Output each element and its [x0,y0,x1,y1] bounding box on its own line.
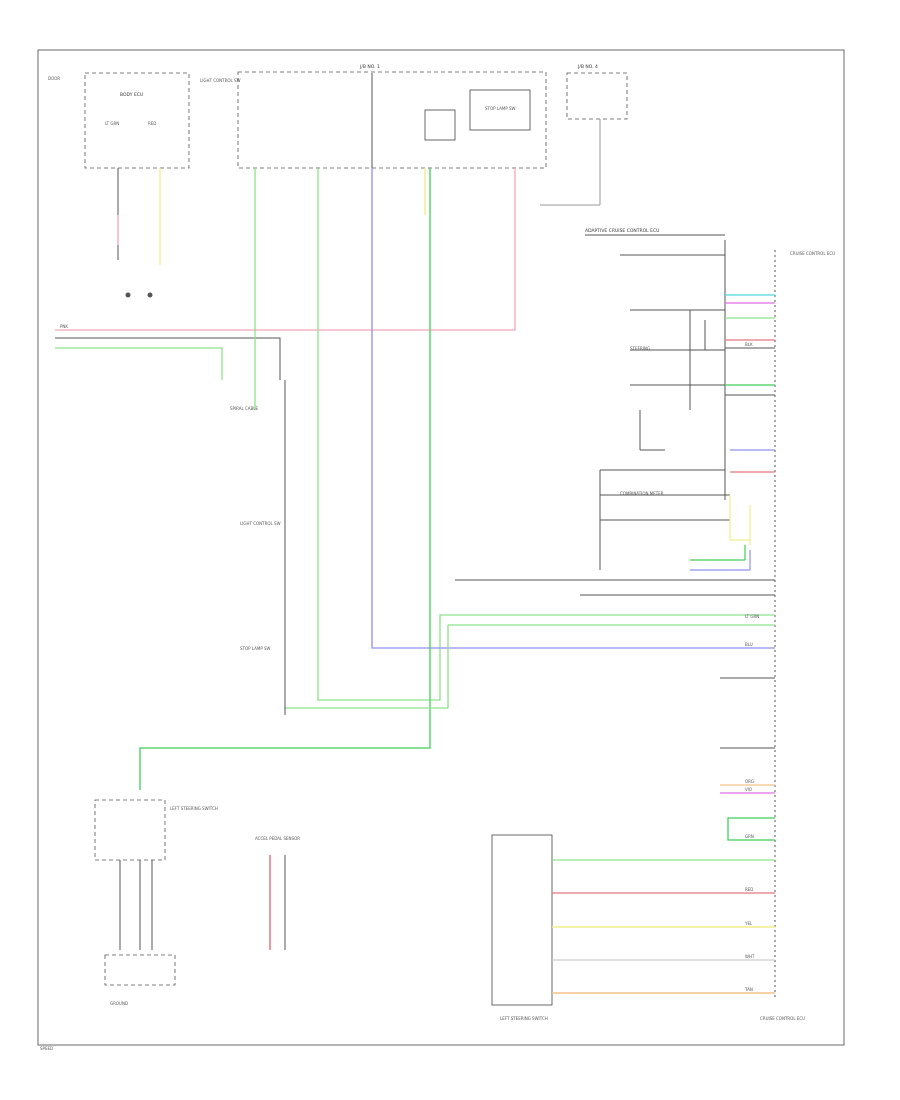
jb-top-box [237,71,547,169]
right-caption: CRUISE CONTROL ECU [760,1016,805,1021]
ecu-sub-2: COMBINATION METER [620,491,664,496]
relay-box [469,89,531,131]
sensor-label: ACCEL PEDAL SENSOR [255,836,300,841]
body-ecu-label: BODY ECU [120,92,143,98]
mid-label-1: SPIRAL CABLE [230,406,258,411]
diagram-frame [37,49,845,1046]
page-footnote: SPEED [40,1046,53,1051]
mid-label-2: LIGHT CONTROL SW [240,521,281,526]
right-sw-caption: LEFT STEERING SWITCH [500,1016,548,1021]
jb-top-label: J/B NO. 1 [359,64,380,70]
wire-black-long [55,337,281,380]
switch-left-label: LEFT STEERING SWITCH [170,806,218,811]
tag-tan: TAN [744,987,753,992]
wire-green-v [139,168,431,790]
rc-label-1: CRUISE CONTROL ECU [790,251,835,256]
ecm-header: ADAPTIVE CRUISE CONTROL ECU [585,228,659,234]
tag-red: RED [745,887,753,892]
body-ecu-box [84,72,190,169]
ecu-internal [599,254,730,570]
tag-yel: YEL [744,921,753,926]
ecu-sub-1: STEERING [630,346,650,351]
jb-right-box [566,72,628,120]
jb-top-side: LIGHT CONTROL SW [200,78,241,83]
tag-ltgrn: LT GRN [745,614,759,619]
tag-vio: VIO [745,787,752,792]
body-pin-b: RED [148,121,156,126]
ecu-stubs [690,294,775,571]
mid-label-3: STOP LAMP SW [240,646,271,651]
wire-green-loop [727,817,775,841]
wire-ltgreen-v2 [317,168,775,701]
tag-grn: GRN [745,834,754,839]
bl-caption: GROUND [110,1001,128,1006]
tag-blu: BLU [745,642,753,647]
jb-right-label: J/B NO. 4 [577,64,598,70]
wire-ltgreen-return [285,625,449,709]
left-note-1: DOOR [48,76,60,81]
ground-1-icon [125,292,131,298]
tag-wht: WHT [745,954,755,959]
ground-box-left [104,954,176,986]
stop-sw-box [424,109,456,141]
tag-org: ORG [745,779,754,784]
ground-2-icon [147,292,153,298]
relay-label: STOP LAMP SW [485,106,516,111]
body-pin-a: LT GRN [105,121,119,126]
switch-box-left [94,799,166,861]
wire-pink-long [55,168,516,331]
tag-pnk: PNK [60,324,68,329]
tag-blk: BLK [745,342,753,347]
wire-ltgreen-short [55,347,223,380]
wire-blue-v [371,168,775,649]
switch-box-right [491,834,553,1006]
